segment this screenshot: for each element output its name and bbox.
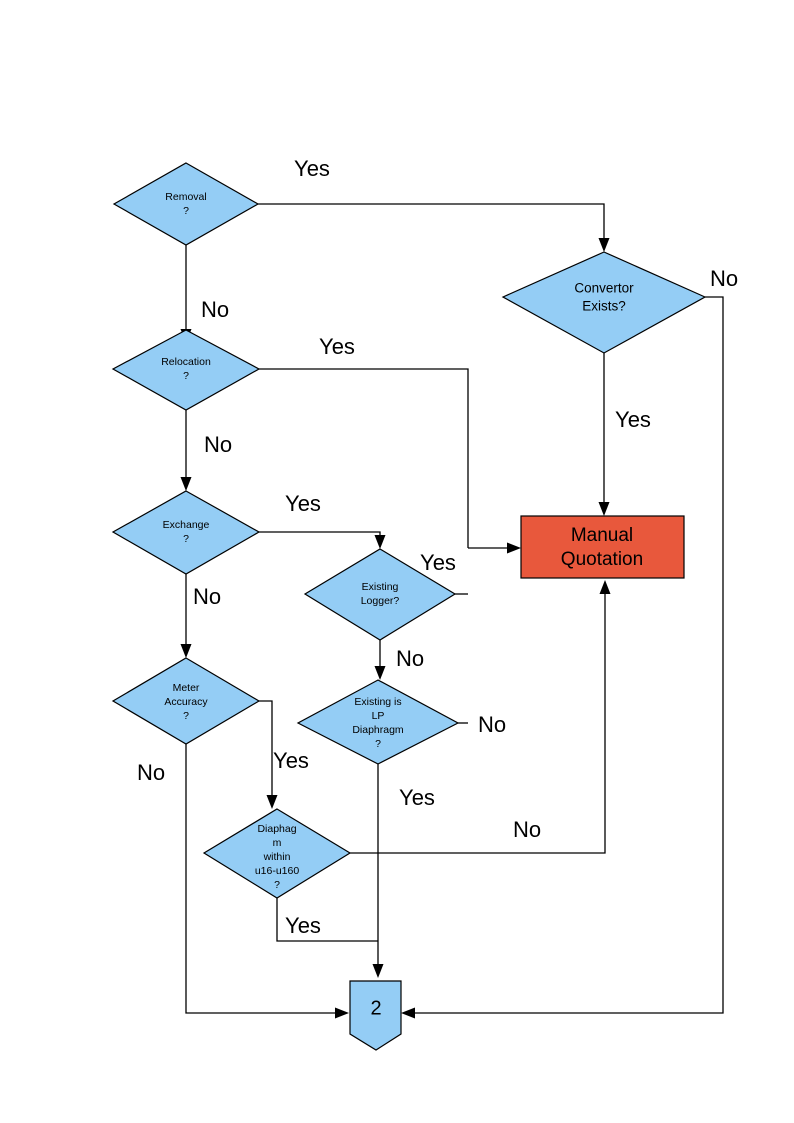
edge-label-exchange-no: No (193, 584, 221, 609)
edge-meter-accuracy-no (185, 744, 349, 1019)
edge-label-meter-accuracy-no: No (137, 760, 165, 785)
node-diaphagm-within[interactable]: Diaphag m within u16-u160 ? (202, 808, 352, 899)
edge-relocation-no (180, 410, 192, 491)
node-existing-lp-diaphragm-line4: ? (375, 738, 381, 750)
node-relocation[interactable]: Relocation ? (111, 329, 261, 411)
node-manual-quotation-line2: Quotation (561, 549, 643, 570)
edge-convertor-no (401, 296, 724, 1019)
node-diaphagm-within-line2: m (273, 837, 282, 849)
edge-diaphagm-no (350, 580, 611, 854)
edge-diaphagm-yes (276, 898, 378, 942)
edge-label-removal-yes: Yes (294, 156, 330, 181)
node-relocation-line2: ? (183, 370, 189, 382)
node-meter-accuracy-line3: ? (183, 710, 189, 722)
node-convertor-exists-line2: Exists? (582, 299, 626, 314)
node-existing-logger-line2: Logger? (361, 595, 400, 607)
node-existing-logger[interactable]: Existing Logger? (303, 548, 457, 641)
edge-lp-diaphragm-yes (372, 764, 384, 978)
edge-relocation-yes (259, 368, 469, 548)
node-manual-quotation[interactable]: Manual Quotation (520, 515, 685, 579)
node-meter-accuracy-line2: Accuracy (164, 696, 208, 708)
edge-meter-accuracy-yes (259, 700, 278, 809)
node-existing-lp-diaphragm-line1: Existing is (354, 696, 401, 708)
node-existing-lp-diaphragm[interactable]: Existing is LP Diaphragm ? (296, 679, 460, 765)
node-existing-lp-diaphragm-line3: Diaphragm (352, 724, 404, 736)
node-removal[interactable]: Removal ? (112, 162, 260, 246)
edge-label-convertor-no: No (710, 266, 738, 291)
node-removal-line1: Removal (165, 191, 206, 203)
node-exchange-line1: Exchange (163, 519, 210, 531)
edge-removal-no (180, 245, 192, 343)
node-manual-quotation-line1: Manual (571, 525, 633, 546)
node-existing-lp-diaphragm-line2: LP (372, 710, 385, 722)
node-removal-line2: ? (183, 205, 189, 217)
edge-label-lower-no: No (513, 817, 541, 842)
node-relocation-line1: Relocation (161, 356, 211, 368)
edge-label-lp-diaphragm-yes: Yes (399, 785, 435, 810)
node-convertor-exists-line1: Convertor (574, 281, 634, 296)
edge-convertor-yes (598, 353, 610, 516)
edge-existing-logger-no (374, 640, 386, 680)
node-exchange-line2: ? (183, 533, 189, 545)
edge-removal-yes (258, 203, 610, 252)
edge-label-convertor-yes: Yes (615, 407, 651, 432)
node-exchange[interactable]: Exchange ? (111, 490, 261, 575)
node-diaphagm-within-line1: Diaphag (257, 823, 296, 835)
node-existing-logger-line1: Existing (362, 581, 399, 593)
node-connector-2[interactable]: 2 (349, 980, 402, 1051)
node-diaphagm-within-line5: ? (274, 879, 280, 891)
node-diaphagm-within-line3: within (263, 851, 291, 863)
edge-label-diaphagm-yes: Yes (285, 913, 321, 938)
edge-label-exchange-yes: Yes (285, 491, 321, 516)
edge-label-relocation-no: No (204, 432, 232, 457)
node-connector-2-label: 2 (370, 997, 381, 1019)
node-meter-accuracy[interactable]: Meter Accuracy ? (111, 657, 261, 745)
edge-label-existing-logger-no: No (396, 646, 424, 671)
node-meter-accuracy-line1: Meter (173, 682, 200, 694)
edge-label-relocation-yes: Yes (319, 334, 355, 359)
node-diaphagm-within-line4: u16-u160 (255, 865, 300, 877)
edge-existing-logger-yes (455, 542, 521, 595)
edge-label-lp-diaphragm-no: No (478, 712, 506, 737)
edge-label-existing-logger-yes: Yes (420, 550, 456, 575)
edge-exchange-no (180, 574, 192, 658)
edge-label-meter-accuracy-yes: Yes (273, 748, 309, 773)
node-convertor-exists[interactable]: Convertor Exists? (501, 251, 707, 354)
edge-label-removal-no: No (201, 297, 229, 322)
edge-exchange-yes (259, 531, 386, 549)
